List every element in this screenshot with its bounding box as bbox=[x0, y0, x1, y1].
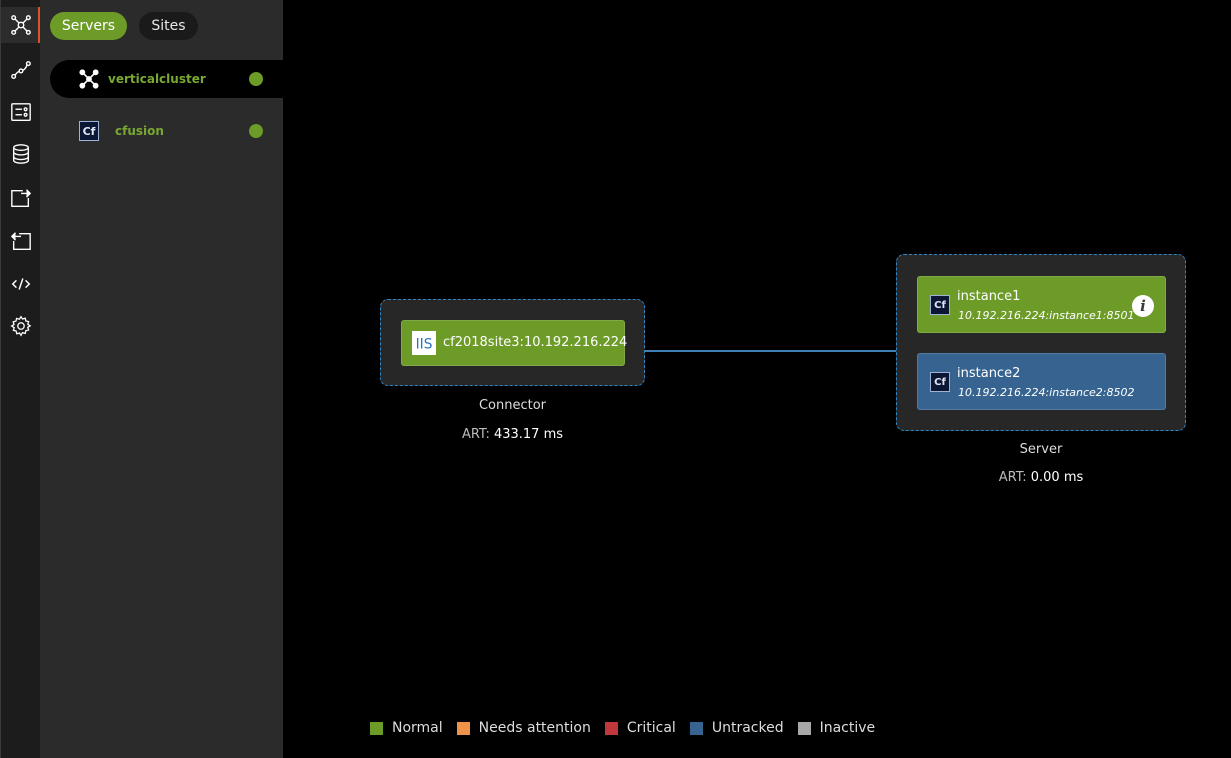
rail-flow-button[interactable] bbox=[1, 52, 41, 88]
legend-swatch bbox=[456, 721, 470, 735]
info-icon[interactable]: i bbox=[1132, 295, 1154, 317]
legend-inactive: Inactive bbox=[797, 720, 876, 736]
legend-label: Untracked bbox=[711, 720, 784, 736]
instance-name: instance2 bbox=[957, 366, 1021, 381]
server-panel: Servers Sites verticalcluster Cf cfusion bbox=[40, 0, 283, 758]
server-name: cfusion bbox=[115, 124, 164, 138]
server-item-cfusion[interactable]: Cf cfusion bbox=[50, 112, 283, 150]
server-group: Cf instance1 10.192.216.224:instance1:85… bbox=[896, 254, 1186, 431]
server-item-verticalcluster[interactable]: verticalcluster bbox=[50, 60, 283, 98]
connection-line bbox=[644, 350, 898, 352]
import-icon bbox=[10, 232, 31, 250]
rail-database-button[interactable] bbox=[1, 136, 41, 172]
rail-cluster-button[interactable] bbox=[1, 7, 41, 43]
svg-text:IIS: IIS bbox=[416, 337, 433, 353]
legend-critical: Critical bbox=[604, 720, 676, 736]
legend-label: Inactive bbox=[819, 720, 876, 736]
code-icon bbox=[11, 278, 31, 290]
connector-label: cf2018site3:10.192.216.224 bbox=[443, 335, 628, 350]
tab-sites[interactable]: Sites bbox=[139, 12, 198, 40]
instance-address: 10.192.216.224:instance1:8501 bbox=[958, 309, 1135, 322]
art-label: ART: bbox=[998, 470, 1027, 485]
legend-label: Critical bbox=[626, 720, 676, 736]
icon-rail bbox=[0, 0, 41, 758]
art-value: 0.00 ms bbox=[1030, 470, 1084, 485]
server-name: verticalcluster bbox=[108, 72, 206, 86]
status-legend: Normal Needs attention Critical Untracke… bbox=[370, 720, 889, 736]
cluster-icon bbox=[11, 15, 31, 35]
cf-icon: Cf bbox=[930, 372, 950, 392]
cf-icon: Cf bbox=[78, 120, 100, 142]
instance-node-instance2[interactable]: Cf instance2 10.192.216.224:instance2:85… bbox=[917, 353, 1166, 410]
legend-needs-attention: Needs attention bbox=[456, 720, 591, 736]
rail-settings-button[interactable] bbox=[1, 308, 41, 344]
legend-swatch bbox=[604, 721, 618, 735]
legend-label: Needs attention bbox=[478, 720, 591, 736]
list-settings-icon bbox=[11, 103, 31, 121]
rail-export-button[interactable] bbox=[1, 180, 41, 216]
flow-icon bbox=[11, 61, 31, 79]
legend-untracked: Untracked bbox=[689, 720, 784, 736]
gear-icon bbox=[10, 315, 32, 337]
export-icon bbox=[11, 189, 32, 207]
status-dot bbox=[249, 124, 263, 138]
legend-swatch bbox=[797, 721, 811, 735]
cf-icon: Cf bbox=[930, 295, 950, 315]
instance-name: instance1 bbox=[957, 289, 1021, 304]
connector-caption: Connector bbox=[478, 398, 547, 413]
legend-normal: Normal bbox=[370, 720, 443, 736]
server-caption: Server bbox=[1019, 442, 1063, 457]
connector-node[interactable]: IIS cf2018site3:10.192.216.224 bbox=[401, 320, 628, 366]
iis-icon: IIS bbox=[412, 331, 436, 355]
art-value: 433.17 ms bbox=[493, 427, 564, 442]
server-art: ART: 0.00 ms bbox=[896, 470, 1186, 485]
rail-import-button[interactable] bbox=[1, 223, 41, 259]
tab-servers[interactable]: Servers bbox=[50, 12, 127, 40]
legend-label: Normal bbox=[392, 720, 443, 736]
legend-swatch bbox=[370, 721, 383, 735]
cluster-icon bbox=[78, 68, 100, 90]
legend-swatch bbox=[689, 721, 703, 735]
connector-art: ART: 433.17 ms bbox=[380, 427, 645, 442]
status-dot bbox=[249, 72, 263, 86]
database-icon bbox=[12, 144, 30, 164]
instance-node-instance1[interactable]: Cf instance1 10.192.216.224:instance1:85… bbox=[917, 276, 1166, 333]
connector-group: IIS cf2018site3:10.192.216.224 bbox=[380, 299, 645, 386]
instance-address: 10.192.216.224:instance2:8502 bbox=[958, 386, 1135, 399]
rail-code-button[interactable] bbox=[1, 266, 41, 302]
art-label: ART: bbox=[461, 427, 490, 442]
rail-list-settings-button[interactable] bbox=[1, 94, 41, 130]
